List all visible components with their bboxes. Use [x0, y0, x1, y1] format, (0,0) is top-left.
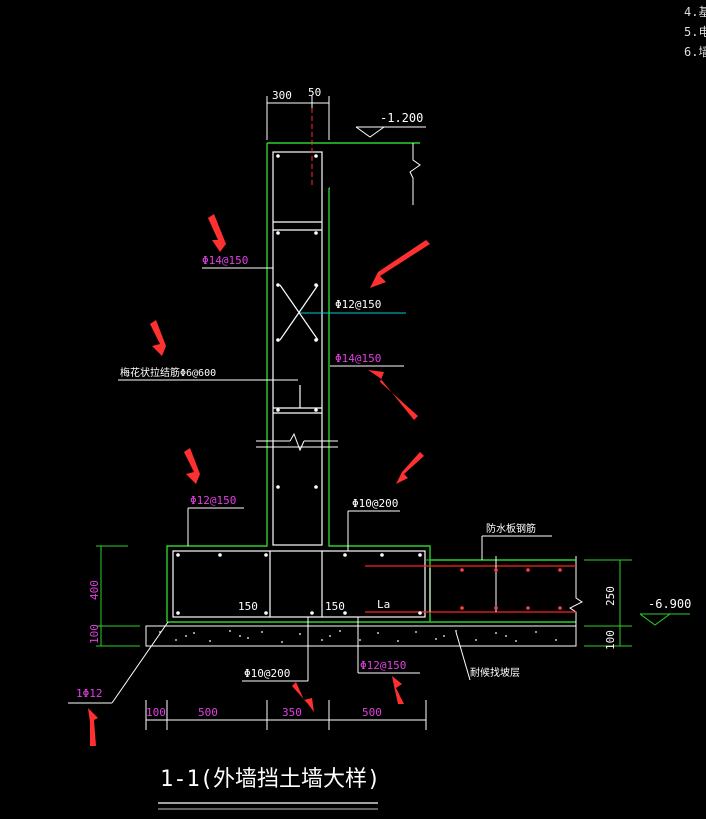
label-waterstop: 防水板钢筋 [486, 522, 536, 535]
title-underline [158, 802, 378, 810]
slab-dots [460, 568, 562, 610]
dim-150-right: 150 [325, 600, 345, 613]
leader-lines [68, 267, 552, 704]
note-6: 6.墙 [684, 45, 706, 59]
label-wall-outer: Φ14@150 [202, 254, 248, 267]
dim-100-bottom: 100 [146, 706, 166, 719]
footing-rebar [172, 550, 576, 618]
arrow-2 [370, 240, 430, 288]
dim-250: 250 [604, 586, 617, 606]
cushion-layer [145, 625, 577, 647]
dim-50: 50 [308, 86, 321, 99]
dim-300: 300 [272, 89, 292, 102]
arrow-8 [392, 676, 404, 704]
slab-rebar-red [365, 565, 576, 613]
label-wall-cross: Φ12@150 [335, 298, 381, 311]
elevation-bottom: -6.900 [648, 597, 691, 611]
drawing-title: 1-1(外墙挡土墙大样) [160, 767, 380, 792]
label-tie-bar: 梅花状拉结筋Φ6@600 [120, 366, 216, 379]
wall-break-line [256, 432, 338, 452]
wall-rebar [272, 151, 323, 546]
label-cushion: 耐候找坡层 [470, 666, 520, 679]
la-label: La [377, 598, 390, 611]
rebar-dots [176, 154, 422, 615]
concrete-outline [166, 142, 576, 623]
arrow-5 [184, 448, 200, 484]
left-dimension [96, 545, 140, 647]
dim-100-right: 100 [604, 630, 617, 650]
elevation-bottom-marker [639, 613, 690, 626]
arrow-9 [88, 708, 98, 746]
arrow-7 [292, 682, 314, 712]
right-dimension [584, 559, 632, 647]
dim-400: 400 [88, 580, 101, 600]
dim-350: 350 [282, 706, 302, 719]
slab-rebar-white [429, 556, 497, 612]
dim-150-left: 150 [238, 600, 258, 613]
arrow-3 [150, 320, 166, 356]
dim-100-left: 100 [88, 624, 101, 644]
label-corner-bar: 1Φ12 [76, 687, 103, 700]
slab-break [569, 556, 583, 640]
arrow-4 [368, 370, 418, 420]
note-5: 5.电 [684, 25, 706, 39]
label-footing-bottom-right: Φ12@150 [360, 659, 406, 672]
break-symbol-top [409, 143, 421, 205]
dim-500-left: 500 [198, 706, 218, 719]
bottom-dimension [145, 700, 427, 730]
arrow-1 [208, 214, 226, 252]
note-4: 4.基 [684, 5, 706, 19]
label-footing-top-left: Φ12@150 [190, 494, 236, 507]
annotation-arrows [88, 214, 430, 746]
elevation-top: -1.200 [380, 111, 423, 125]
label-footing-bottom-left: Φ10@200 [244, 667, 290, 680]
top-dimension [266, 96, 330, 140]
label-wall-inner: Φ14@150 [335, 352, 381, 365]
dim-500-right: 500 [362, 706, 382, 719]
arrow-6 [396, 452, 424, 484]
elevation-top-marker [355, 126, 426, 138]
label-footing-top-right: Φ10@200 [352, 497, 398, 510]
